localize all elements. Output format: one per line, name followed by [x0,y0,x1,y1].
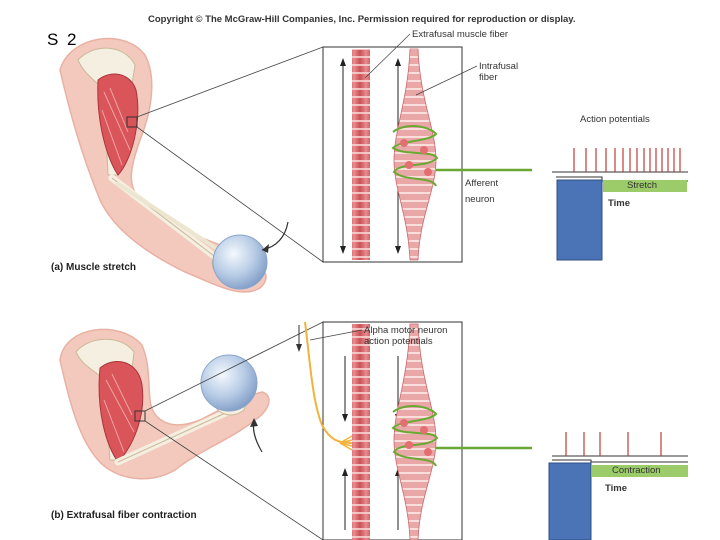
label-afferent-line1: Afferent [465,178,499,189]
caption-panel-a: (a) Muscle stretch [51,262,136,273]
caption-b-letter: (b) [51,510,64,521]
panel-a-action-potential-trace [552,148,688,173]
caption-b-text: Extrafusal fiber contraction [66,510,197,521]
panel-b-action-potential-trace [552,432,688,457]
panel-b-extrafusal-fiber [352,324,370,540]
panel-b-alpha-motor-neuron [304,321,353,444]
label-time-a: Time [608,198,631,209]
label-intrafusal-fiber-line2: fiber [479,72,498,83]
label-alpha-motor-line2: action potentials [364,336,433,347]
panel-a-callout-box [126,116,138,128]
panel-b-sensory-coil [391,405,439,467]
panel-b-ball [200,354,258,412]
panel-a-ball [212,234,268,290]
panel-a-extrafusal-fiber [352,49,370,260]
panel-a-sensory-coil [391,125,439,187]
panel-b-callout-box [134,410,146,422]
stretch-bar: Stretch [603,180,687,192]
label-time-b: Time [605,483,628,494]
caption-panel-b: (b) Extrafusal fiber contraction [51,510,197,521]
panel-a-stretch-arrow [261,221,289,251]
panel-a-blue-block [556,179,603,261]
slide-label: S 2 [47,30,79,49]
label-alpha-motor-line1: Alpha motor neuron [364,325,448,336]
label-extrafusal-fiber: Extrafusal muscle fiber [412,29,509,40]
panel-a-arm-illustration [59,37,267,293]
panel-a-intrafusal-fiber [393,48,437,261]
panel-b-blue-block [548,462,592,540]
panel-b-magnified-view [322,321,463,540]
contraction-bar: Contraction [592,465,688,477]
label-intrafusal-fiber-line1: Intrafusal [479,61,519,72]
caption-a-text: Muscle stretch [66,262,137,273]
panel-a-magnified-view [322,46,463,263]
label-afferent-line2: neuron [465,194,495,205]
copyright-notice: Copyright © The McGraw-Hill Companies, I… [148,14,576,25]
label-action-potentials: Action potentials [580,114,650,125]
caption-a-letter: (a) [51,262,64,273]
